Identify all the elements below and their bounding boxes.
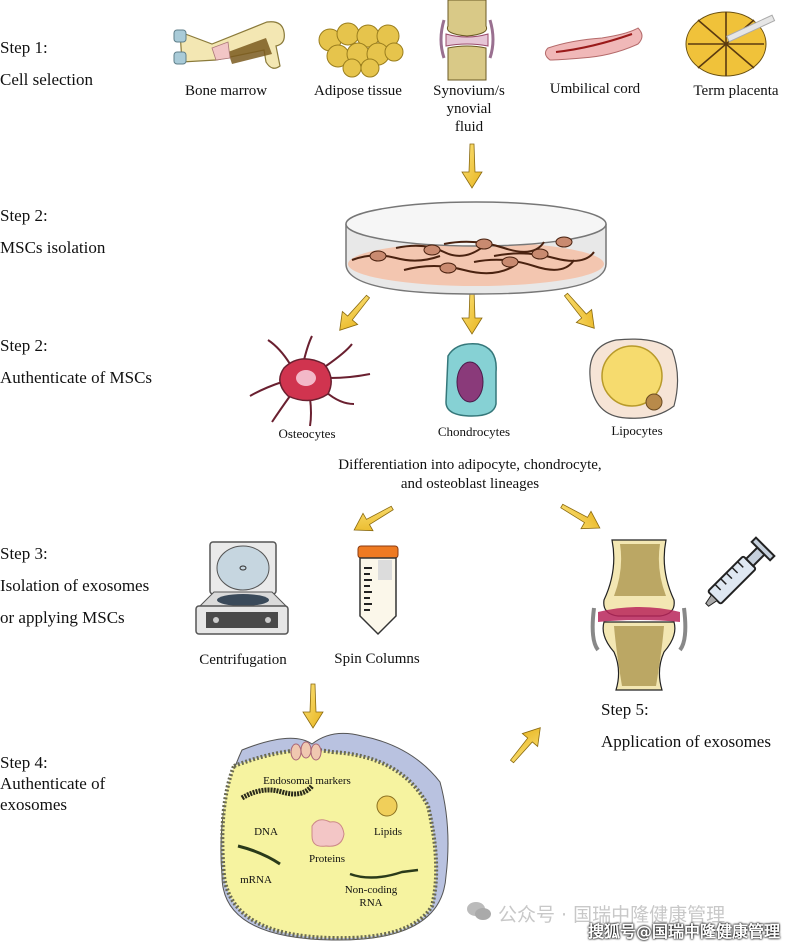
exosome-label-dna: DNA	[254, 826, 278, 838]
step1-label: Step 1: Cell selection	[0, 32, 93, 96]
bone-marrow-icon	[173, 21, 285, 69]
step4-label: Step 4: Authenticate of exosomes	[0, 752, 105, 815]
step3-line2: or applying MSCs	[0, 608, 125, 627]
step5-title: Step 5:	[601, 700, 649, 719]
step2a-subtitle: MSCs isolation	[0, 238, 106, 257]
cell-label-chondrocytes: Chondrocytes	[437, 424, 511, 439]
ncrna-line1: Non-coding	[344, 884, 398, 896]
step1-subtitle: Cell selection	[0, 70, 94, 89]
protein-blob	[311, 819, 345, 847]
source-label-umbilical-cord: Umbilical cord	[549, 81, 641, 97]
differentiation-caption: Differentiation into adipocyte, chondroc…	[310, 456, 630, 494]
step1-title: Step 1:	[0, 38, 48, 57]
source-label-synovium: Synovium/s ynovial fluid	[424, 82, 514, 136]
cell-label-osteocytes: Osteocytes	[278, 426, 336, 441]
petri-dish-icon	[345, 201, 607, 295]
synovium-line2: ynovial	[446, 101, 492, 117]
syringe-icon	[705, 536, 776, 607]
synovium-line1: Synovium/s	[433, 83, 505, 99]
source-label-term-placenta: Term placenta	[693, 83, 779, 99]
differentiation-line2: and osteoblast lineages	[400, 476, 540, 492]
spin-column-icon	[357, 545, 399, 636]
ncrna-line2: RNA	[359, 897, 383, 909]
step4-line1: Authenticate of	[0, 774, 106, 793]
step5-label: Step 5: Application of exosomes	[601, 694, 771, 758]
source-label-adipose-tissue: Adipose tissue	[314, 83, 402, 99]
exosome-label-ncrna: Non-coding RNA	[340, 884, 402, 910]
knee-joint-icon	[590, 539, 688, 691]
ncrna-strand	[349, 868, 419, 879]
arrow-to-isolation	[348, 498, 398, 540]
mrna-strand	[237, 844, 281, 866]
exosome-label-lipids: Lipids	[373, 826, 403, 838]
synovium-line3: fluid	[454, 119, 484, 135]
umbilical-cord-icon	[544, 27, 643, 61]
chondrocyte-icon	[445, 343, 497, 417]
exosome-label-proteins: Proteins	[308, 853, 346, 865]
method-label-centrifugation: Centrifugation	[199, 652, 287, 668]
exosome-icon	[220, 732, 449, 941]
osteocyte-icon	[249, 335, 371, 427]
source-label-bone-marrow: Bone marrow	[184, 83, 268, 99]
arrow-to-application	[556, 496, 606, 538]
step2b-label: Step 2: Authenticate of MSCs	[0, 330, 152, 394]
placenta-icon	[685, 11, 776, 77]
watermark-wechat: 公众号 · 国瑞中隆健康管理	[498, 904, 726, 926]
synovial-joint-icon	[439, 0, 495, 81]
arrow-down-to-dish	[461, 143, 483, 189]
step3-label: Step 3: Isolation of exosomes or applyin…	[0, 538, 149, 634]
step2b-subtitle: Authenticate of MSCs	[0, 368, 153, 387]
cell-label-lipocytes: Lipocytes	[611, 423, 663, 438]
wechat-icon	[467, 902, 491, 920]
step5-subtitle: Application of exosomes	[601, 732, 771, 751]
step2b-title: Step 2:	[0, 336, 48, 355]
adipose-tissue-icon	[318, 22, 404, 78]
exosome-label-markers: Endosomal markers	[263, 775, 351, 787]
lipocyte-icon	[589, 338, 679, 419]
step3-title: Step 3:	[0, 544, 48, 563]
arrow-exosome-to-application	[503, 720, 549, 769]
watermark-sohu: 搜狐号@国瑞中隆健康管理	[588, 922, 781, 941]
step2a-title: Step 2:	[0, 206, 48, 225]
step4-line2: exosomes	[0, 795, 68, 814]
step2a-label: Step 2: MSCs isolation	[0, 200, 105, 264]
differentiation-line1: Differentiation into adipocyte, chondroc…	[338, 457, 602, 473]
exosome-label-mrna: mRNA	[240, 874, 272, 886]
centrifuge-icon	[195, 541, 289, 635]
arrow-to-exosome	[302, 683, 324, 729]
dna-strand	[240, 784, 314, 801]
lipid-droplet	[376, 795, 398, 817]
method-label-spin-columns: Spin Columns	[334, 651, 420, 667]
step3-line1: Isolation of exosomes	[0, 576, 150, 595]
step4-title: Step 4:	[0, 753, 48, 772]
